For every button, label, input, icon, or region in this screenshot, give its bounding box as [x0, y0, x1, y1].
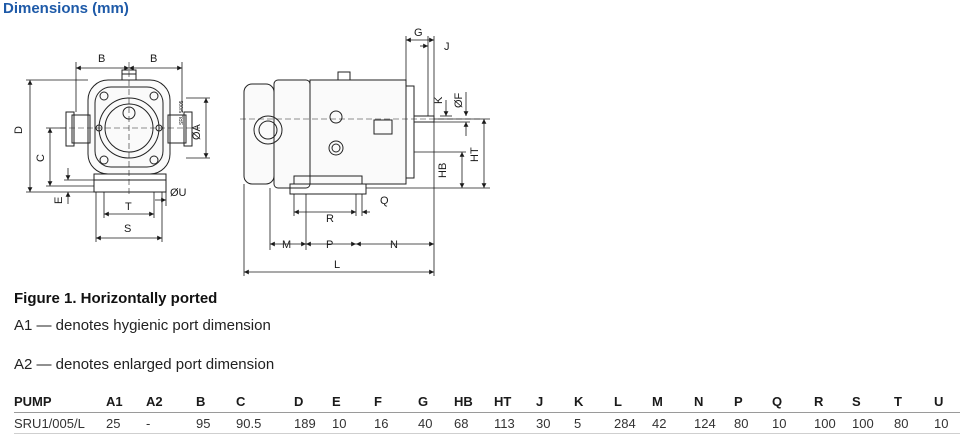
- table-cell: 10: [934, 412, 960, 434]
- section-heading: Dimensions (mm): [3, 0, 129, 17]
- table-cell: 25: [106, 412, 146, 434]
- figure-caption: Figure 1. Horizontally ported: [14, 290, 218, 307]
- dim-label-b-right: B: [150, 53, 157, 65]
- dim-label-ht: HT: [469, 147, 481, 162]
- header-cell: F: [374, 392, 418, 413]
- note-a2: A2 — denotes enlarged port dimension: [14, 356, 275, 373]
- model-flag: SRU 5/005: [179, 100, 185, 125]
- header-cell: D: [294, 392, 332, 413]
- dim-label-oa: ØA: [191, 123, 203, 140]
- dim-label-e: E: [53, 197, 65, 204]
- dim-label-n: N: [390, 239, 398, 251]
- table-cell: 100: [852, 412, 894, 434]
- header-cell: PUMP: [14, 392, 106, 413]
- header-cell: L: [614, 392, 652, 413]
- dim-label-g: G: [414, 27, 423, 39]
- dim-label-hb: HB: [437, 163, 449, 178]
- dim-label-j: J: [444, 41, 450, 53]
- side-view-labels: G J K ØF HT HB Q R M P N L: [282, 27, 481, 271]
- side-view: [240, 71, 480, 195]
- header-cell: C: [236, 392, 294, 413]
- header-cell: T: [894, 392, 934, 413]
- dim-label-s: S: [124, 223, 131, 235]
- header-cell: M: [652, 392, 694, 413]
- table-cell: 100: [814, 412, 852, 434]
- table-cell: 16: [374, 412, 418, 434]
- dim-label-l: L: [334, 259, 340, 271]
- dim-label-b-left: B: [98, 53, 105, 65]
- header-cell: Q: [772, 392, 814, 413]
- header-cell: N: [694, 392, 734, 413]
- dim-label-d: D: [13, 126, 25, 134]
- header-cell: E: [332, 392, 374, 413]
- table-cell: 80: [734, 412, 772, 434]
- dim-label-c: C: [35, 154, 47, 162]
- header-cell: U: [934, 392, 960, 413]
- dim-label-p: P: [326, 239, 333, 251]
- dimensions-table: PUMP A1 A2 B C D E F G HB HT J K L M N P…: [14, 392, 960, 434]
- table-cell: 80: [894, 412, 934, 434]
- dim-label-q: Q: [380, 195, 389, 207]
- table-cell: 113: [494, 412, 536, 434]
- dim-label-r: R: [326, 213, 334, 225]
- dim-label-k: K: [433, 96, 445, 104]
- table-cell: 68: [454, 412, 494, 434]
- header-cell: B: [196, 392, 236, 413]
- header-cell: P: [734, 392, 772, 413]
- table-cell: 284: [614, 412, 652, 434]
- front-view-labels: B B D C E ØA ØU T S SRU 5/005: [13, 53, 203, 235]
- header-cell: G: [418, 392, 454, 413]
- dim-label-t: T: [125, 201, 132, 213]
- table-cell: -: [146, 412, 196, 434]
- table-cell: 124: [694, 412, 734, 434]
- front-view: [60, 62, 200, 196]
- pump-dimension-drawing: B B D C E ØA ØU T S SRU 5/005: [13, 27, 490, 276]
- table-header-row: PUMP A1 A2 B C D E F G HB HT J K L M N P…: [14, 392, 960, 413]
- dim-label-of: ØF: [453, 92, 465, 108]
- table-cell: 95: [196, 412, 236, 434]
- table-cell: 30: [536, 412, 574, 434]
- table-cell: 90.5: [236, 412, 294, 434]
- header-cell: A1: [106, 392, 146, 413]
- header-cell: S: [852, 392, 894, 413]
- table-cell: SRU1/005/L: [14, 412, 106, 434]
- table-cell: 10: [772, 412, 814, 434]
- dim-label-m: M: [282, 239, 291, 251]
- table-cell: 42: [652, 412, 694, 434]
- note-a1: A1 — denotes hygienic port dimension: [14, 317, 271, 334]
- front-view-dimensions: [26, 62, 210, 242]
- header-cell: R: [814, 392, 852, 413]
- header-cell: A2: [146, 392, 196, 413]
- header-cell: K: [574, 392, 614, 413]
- header-cell: HT: [494, 392, 536, 413]
- table-cell: 10: [332, 412, 374, 434]
- table-row: SRU1/005/L 25 - 95 90.5 189 10 16 40 68 …: [14, 412, 960, 434]
- table-cell: 189: [294, 412, 332, 434]
- side-view-dimensions: [243, 36, 490, 276]
- table-cell: 40: [418, 412, 454, 434]
- table-cell: 5: [574, 412, 614, 434]
- dim-label-ou: ØU: [170, 187, 187, 199]
- header-cell: J: [536, 392, 574, 413]
- header-cell: HB: [454, 392, 494, 413]
